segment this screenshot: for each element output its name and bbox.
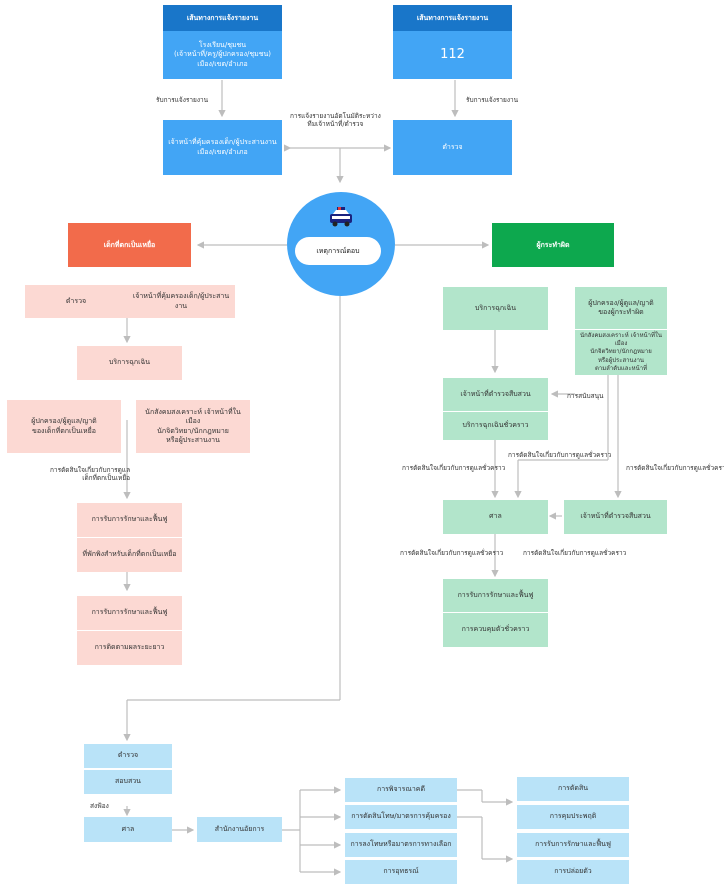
incident-label: เหตุการณ์ตอบ [295, 237, 381, 265]
child-protection-officer: เจ้าหน้าที่คุ้มครองเด็ก/ผู้ประสานงาน เมื… [163, 120, 282, 175]
right-social: นักสังคมสงเคราะห์ เจ้าหน้าที่ในเมือง นัก… [575, 330, 667, 375]
bottom-right-1: การคุมประพฤติ [517, 805, 629, 829]
left-route-header: เส้นทางการแจ้งรายงาน [163, 5, 282, 31]
bottom-police: ตำรวจ [84, 744, 172, 768]
left-guardian: ผู้ปกครอง/ผู้ดูแล/ญาติ ของเด็กที่ตกเป็นเ… [7, 400, 121, 453]
bottom-right-2: การรับการรักษาและฟื้นฟู [517, 833, 629, 857]
right-route-body: 112 [393, 31, 512, 79]
receive-label-right: รับการแจ้งรายงาน [466, 96, 519, 104]
bottom-right-3: การปล่อยตัว [517, 860, 629, 884]
left-emergency: บริการฉุกเฉิน [77, 346, 182, 380]
left-child-protection: เจ้าหน้าที่คุ้มครองเด็ก/ผู้ประสานงาน [127, 285, 235, 318]
right-emergency: บริการฉุกเฉิน [443, 287, 548, 330]
bottom-mid-0: การพิจารณาคดี [345, 778, 457, 802]
left-followup: การติดตามผลระยะยาว [77, 631, 182, 665]
victim-header: เด็กที่ตกเป็นเหยื่อ [68, 223, 191, 267]
left-route-body: โรงเรียน/ชุมชน (เจ้าหน้าที่/ครู/ผู้ปกครอ… [163, 31, 282, 79]
bottom-mid-3: การอุทธรณ์ [345, 860, 457, 884]
support-label: การสนับสนุน [567, 392, 604, 400]
decision-label-2: การตัดสินใจเกี่ยวกับการดูแลชั่วคราว [402, 464, 506, 472]
auto-report-note: การแจ้งรายงานอัตโนมัติระหว่าง ทีมเจ้าหน้… [290, 112, 381, 129]
offender-header: ผู้กระทำผิด [492, 223, 614, 267]
left-shelter: ที่พักพิงสำหรับเด็กที่ตกเป็นเหยื่อ [77, 538, 182, 572]
decision-label-4: การตัดสินใจเกี่ยวกับการดูแลชั่วคราว [400, 549, 504, 557]
bottom-mid-1: การตัดสินโทษ/มาตรการคุ้มครอง [345, 805, 457, 829]
left-care-note: การตัดสินใจเกี่ยวกับการดูแล เด็กที่ตกเป็… [50, 466, 131, 483]
bottom-investigation: สอบสวน [84, 770, 172, 794]
right-guardian: ผู้ปกครอง/ผู้ดูแล/ญาติ ของผู้กระทำผิด [575, 287, 667, 329]
right-court: ศาล [443, 500, 548, 534]
decision-label-3: การตัดสินใจเกี่ยวกับการดูแลชั่วคราว [626, 464, 724, 472]
bottom-right-0: การตัดสิน [517, 777, 629, 801]
left-social: นักสังคมสงเคราะห์ เจ้าหน้าที่ในเมือง นัก… [136, 400, 250, 453]
right-urgent-care: บริการฉุกเฉินชั่วคราว [443, 412, 548, 440]
right-police-officer: เจ้าหน้าที่ตำรวจสืบสวน [443, 378, 548, 411]
left-rehab-1: การรับการรักษาและฟื้นฟู [77, 503, 182, 537]
prosecutor-office: สำนักงานอัยการ [197, 817, 282, 842]
right-custody: การควบคุมตัวชั่วคราว [443, 613, 548, 647]
left-rehab-2: การรับการรักษาและฟื้นฟู [77, 596, 182, 630]
right-rehab: การรับการรักษาและฟื้นฟู [443, 579, 548, 612]
bottom-mid-2: การลงโทษหรือมาตรการทางเลือก [345, 833, 457, 857]
prosecution-label: ส่งฟ้อง [90, 802, 109, 810]
bottom-court: ศาล [84, 817, 172, 842]
right-investigator: เจ้าหน้าที่ตำรวจสืบสวน [564, 500, 667, 534]
right-route-header: เส้นทางการแจ้งรายงาน [393, 5, 512, 31]
receive-label-left: รับการแจ้งรายงาน [156, 96, 209, 104]
police-top: ตำรวจ [393, 120, 512, 175]
left-police: ตำรวจ [25, 285, 127, 318]
police-car-icon [330, 207, 352, 227]
decision-label-5: การตัดสินใจเกี่ยวกับการดูแลชั่วคราว [523, 549, 627, 557]
decision-label-1: การตัดสินใจเกี่ยวกับการดูแลชั่วคราว [508, 451, 612, 459]
